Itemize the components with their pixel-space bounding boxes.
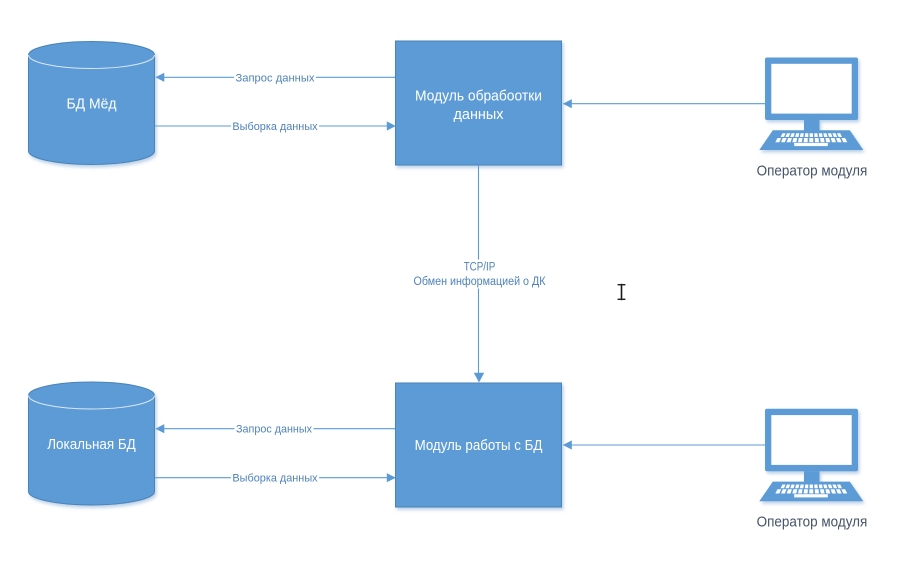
svg-text:Оператор модуля: Оператор модуля bbox=[757, 163, 868, 179]
svg-text:Локальная БД: Локальная БД bbox=[47, 436, 136, 453]
svg-text:данных: данных bbox=[454, 106, 504, 123]
svg-text:Обмен информацией о ДК: Обмен информацией о ДК bbox=[414, 276, 546, 288]
svg-text:Выборка данных: Выборка данных bbox=[232, 473, 318, 485]
svg-text:БД Мёд: БД Мёд bbox=[67, 96, 117, 113]
svg-text:Запрос данных: Запрос данных bbox=[236, 424, 313, 436]
svg-text:Выборка данных: Выборка данных bbox=[232, 121, 318, 133]
svg-text:Модуль обрабоотки: Модуль обрабоотки bbox=[415, 88, 542, 105]
svg-text:TCP/IP: TCP/IP bbox=[464, 261, 496, 273]
svg-text:Модуль работы с БД: Модуль работы с БД bbox=[415, 437, 543, 454]
svg-text:Оператор модуля: Оператор модуля bbox=[757, 514, 868, 530]
svg-text:Запрос данных: Запрос данных bbox=[236, 72, 316, 84]
